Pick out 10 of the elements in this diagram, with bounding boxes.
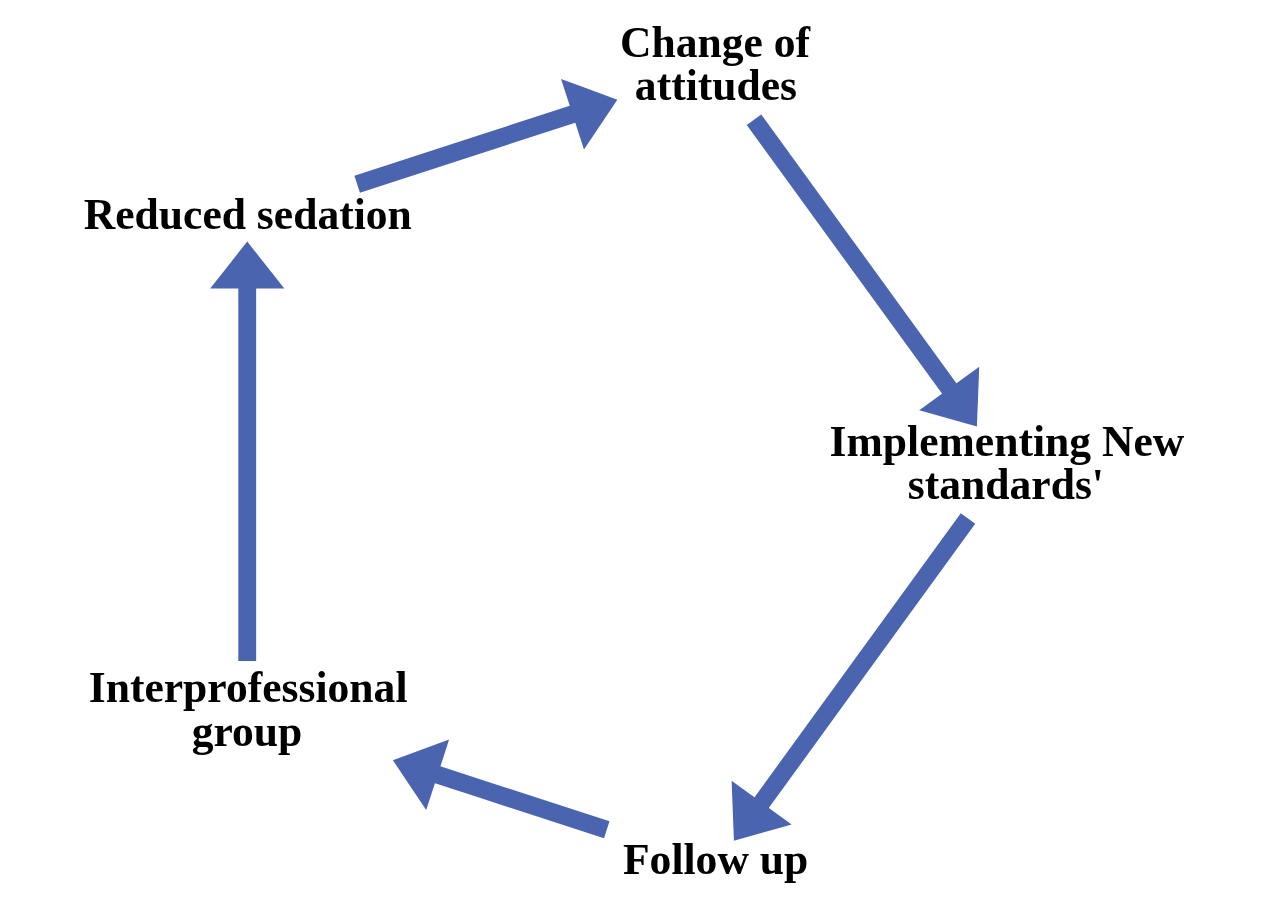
- node-text: Interprofessional group: [88, 663, 408, 755]
- node-text: Reduced sedation: [83, 190, 412, 239]
- node-text: Change of attitudes: [619, 17, 810, 110]
- arrow: [209, 241, 284, 662]
- arrow: [746, 114, 979, 427]
- arrow: [731, 513, 975, 841]
- arrow: [392, 739, 609, 839]
- arrow: [353, 78, 617, 193]
- node-text: Implementing New standards': [829, 416, 1184, 509]
- node-text: Follow up: [622, 835, 808, 884]
